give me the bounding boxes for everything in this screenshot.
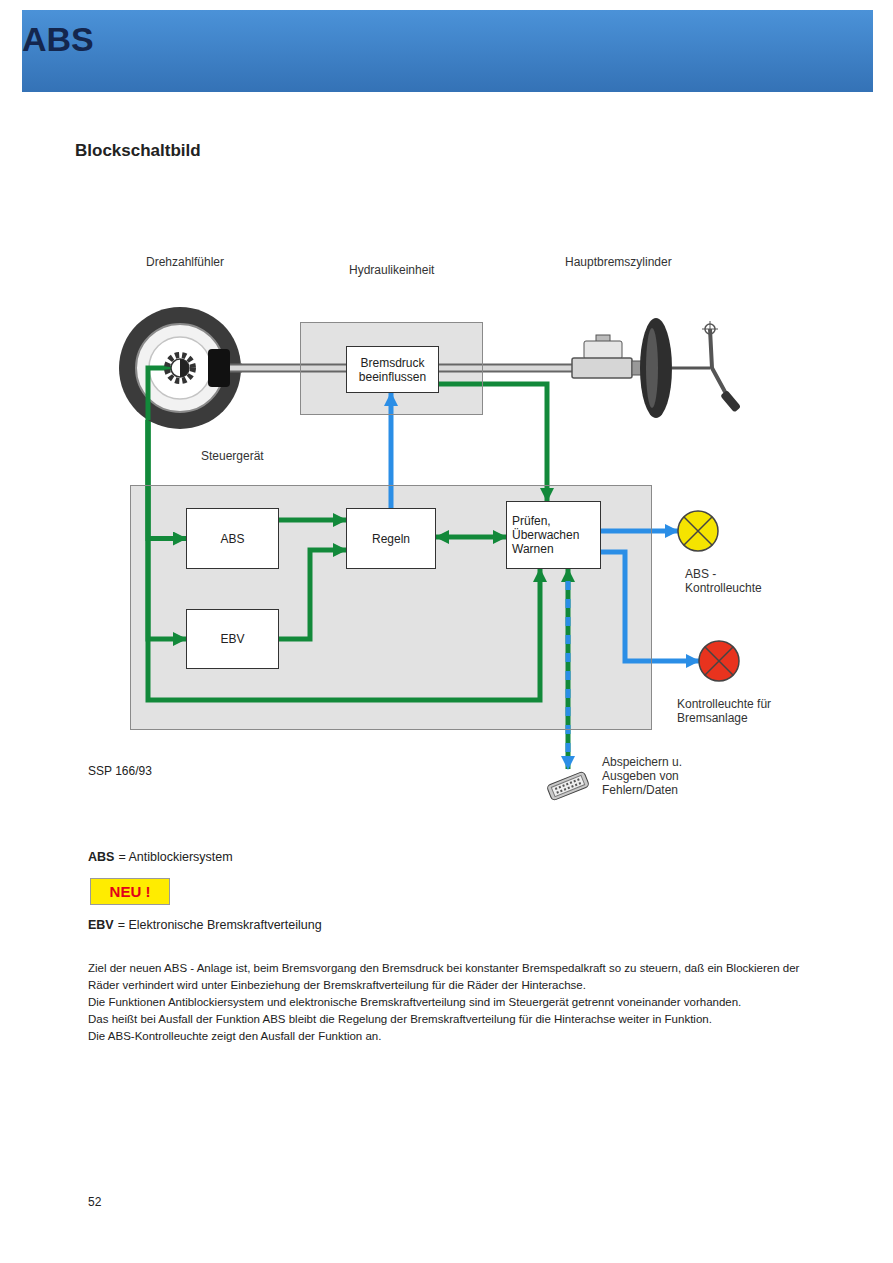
figure-number: SSP 166/93	[88, 764, 152, 778]
body-paragraph: Das heißt bei Ausfall der Funktion ABS b…	[88, 1011, 828, 1028]
diagnosis-plug-drawing	[551, 775, 584, 796]
process-box: Bremsdruck beeinflussen	[346, 346, 439, 393]
control-arrow	[601, 529, 678, 534]
signal-arrow	[148, 420, 186, 639]
body-paragraph: Die Funktionen Antiblockiersystem und el…	[88, 994, 828, 1011]
brake-pipe	[439, 366, 572, 371]
signal-arrow	[436, 535, 506, 540]
box-text: Bremsdruck beeinflussen	[352, 356, 433, 384]
master-cylinder-drawing	[672, 367, 710, 370]
control-arrow	[389, 393, 394, 508]
warning-lamp-drawing	[705, 647, 733, 675]
part-label: Drehzahlfühler	[110, 255, 260, 269]
signal-arrow	[148, 420, 540, 700]
abbreviation: EBV	[88, 918, 114, 932]
subheading: Blockschaltbild	[75, 141, 201, 161]
diagnosis-plug-drawing	[546, 771, 589, 801]
speed-sensor-wheel: Drehzahlfühler	[110, 255, 260, 435]
brake-pipe	[241, 366, 346, 371]
part-label: ABS - Kontrolleuchte	[685, 567, 775, 595]
diagnosis-plug: Abspeichern u. Ausgeben von Fehlern/Date…	[545, 755, 715, 815]
speed-sensor-wheel-drawing	[118, 305, 248, 433]
box-text: ABS	[220, 532, 244, 546]
warning-lamp: ABS - Kontrolleuchte	[676, 509, 786, 609]
master-cylinder-drawing	[572, 358, 632, 378]
page-title: ABS	[22, 20, 94, 59]
diagnosis-plug-drawing	[545, 769, 591, 803]
speed-sensor-wheel-drawing	[180, 359, 189, 377]
master-cylinder-drawing	[640, 318, 672, 418]
signal-arrow	[148, 420, 186, 539]
signal-arrow	[439, 384, 547, 501]
part-label: Steuergerät	[201, 449, 264, 463]
speed-sensor-wheel-drawing	[228, 364, 242, 373]
master-cylinder-drawing	[710, 329, 730, 401]
process-box: ABS	[186, 508, 279, 569]
master-cylinder-drawing	[720, 390, 741, 413]
header-band	[22, 10, 873, 92]
box-text: Prüfen, Überwachen Warnen	[512, 514, 595, 556]
speed-sensor-wheel-drawing	[171, 359, 189, 377]
master-cylinder-drawing	[584, 341, 622, 359]
warning-lamp: Kontrolleuchte für Bremsanlage	[697, 639, 807, 739]
hydraulic-unit: HydraulikeinheitBremsdruck beeinflussen	[300, 322, 483, 415]
part-label: Kontrolleuchte für Bremsanlage	[677, 697, 789, 725]
master-cylinder-drawing	[646, 328, 658, 408]
signal-arrow	[279, 550, 346, 639]
speed-sensor-wheel-drawing	[167, 355, 193, 381]
diagnosis-plug-drawing	[555, 779, 582, 793]
part-label: Abspeichern u. Ausgeben von Fehlern/Date…	[602, 755, 692, 797]
control-arrow	[601, 552, 699, 661]
warning-lamp-drawing	[699, 641, 739, 681]
definition: = Antiblockiersystem	[118, 850, 232, 864]
speed-sensor-wheel-drawing	[228, 366, 242, 371]
control-unit: SteuergerätABSRegelnPrüfen, Überwachen W…	[130, 485, 652, 730]
body-paragraph: Ziel der neuen ABS - Anlage ist, beim Br…	[88, 960, 828, 994]
process-box: Prüfen, Überwachen Warnen	[506, 501, 601, 569]
warning-lamp-drawing	[676, 509, 720, 553]
signal-arrow	[279, 518, 346, 523]
signal-arrow	[566, 569, 571, 769]
body-text: Ziel der neuen ABS - Anlage ist, beim Br…	[88, 960, 828, 1045]
process-box: EBV	[186, 609, 279, 669]
definition: = Elektronische Bremskraftverteilung	[118, 918, 322, 932]
brake-pipe-outline	[241, 364, 346, 373]
abbreviation: ABS	[88, 850, 114, 864]
speed-sensor-wheel-drawing	[208, 349, 230, 387]
warning-lamp-drawing	[684, 517, 712, 545]
body-paragraph: Die ABS-Kontrolleuchte zeigt den Ausfall…	[88, 1028, 828, 1045]
diagnosis-line-dash	[566, 581, 571, 757]
part-label: Hydraulikeinheit	[349, 263, 434, 277]
diagnosis-plug-drawing	[546, 771, 589, 801]
page-number: 52	[88, 1195, 101, 1209]
new-label: NEU !	[110, 883, 151, 900]
new-tag: NEU !	[90, 878, 170, 905]
box-text: EBV	[220, 632, 244, 646]
box-text: Regeln	[372, 532, 410, 546]
part-label: Hauptbremszylinder	[565, 255, 672, 269]
control-unit-ground	[130, 485, 652, 730]
speed-sensor-wheel-drawing	[119, 307, 241, 429]
warning-lamp-drawing	[697, 639, 741, 683]
warning-lamp-drawing	[678, 511, 718, 551]
master-cylinder-drawing	[560, 313, 760, 423]
master-cylinder: Hauptbremszylinder	[560, 255, 760, 430]
process-box: Regeln	[346, 508, 436, 569]
brake-pipe-outline	[439, 364, 572, 373]
